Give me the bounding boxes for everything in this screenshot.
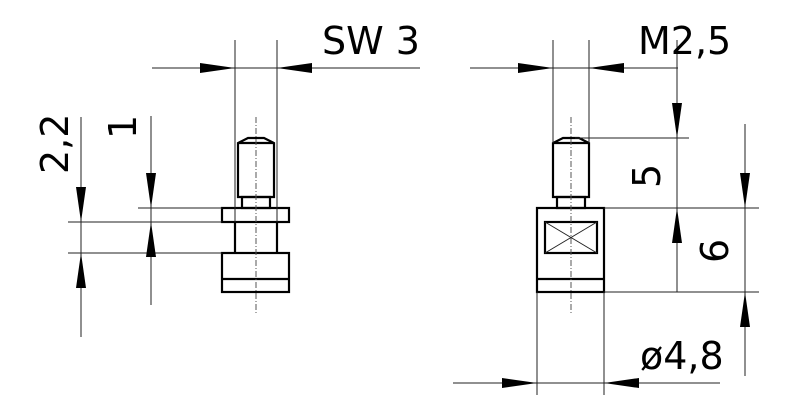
dim-body-diameter: ø4,8 <box>640 334 724 378</box>
dim-thread-length: 5 <box>625 164 669 188</box>
right-part <box>535 117 606 313</box>
arrow-left-icon <box>277 63 312 73</box>
dim-neck-height: 2,2 <box>33 114 77 174</box>
left-part <box>220 117 291 313</box>
dim-thread: M2,5 <box>638 19 731 63</box>
arrow-up-icon <box>672 208 682 243</box>
arrow-down-icon <box>76 187 86 222</box>
arrow-left-icon <box>604 378 639 388</box>
dim-body-height: 6 <box>693 239 737 263</box>
arrow-up-icon <box>740 292 750 327</box>
arrow-up-icon <box>146 222 156 257</box>
arrow-left-icon <box>589 63 624 73</box>
dim-flange-height: 1 <box>101 115 145 139</box>
arrow-down-icon <box>740 173 750 208</box>
left-neck <box>233 222 279 253</box>
flat-face-cross <box>544 221 598 254</box>
arrow-up-icon <box>76 253 86 288</box>
dim-sw3: SW 3 <box>322 19 420 63</box>
arrow-right-icon <box>502 378 537 388</box>
arrow-down-icon <box>672 103 682 138</box>
arrow-right-icon <box>518 63 553 73</box>
right-dimensions: M2,5 5 6 ø4,8 <box>453 19 759 395</box>
arrow-down-icon <box>146 173 156 208</box>
left-dimensions: SW 3 1 2,2 <box>33 19 420 337</box>
right-dim-lines <box>453 40 759 395</box>
arrow-right-icon <box>200 63 235 73</box>
